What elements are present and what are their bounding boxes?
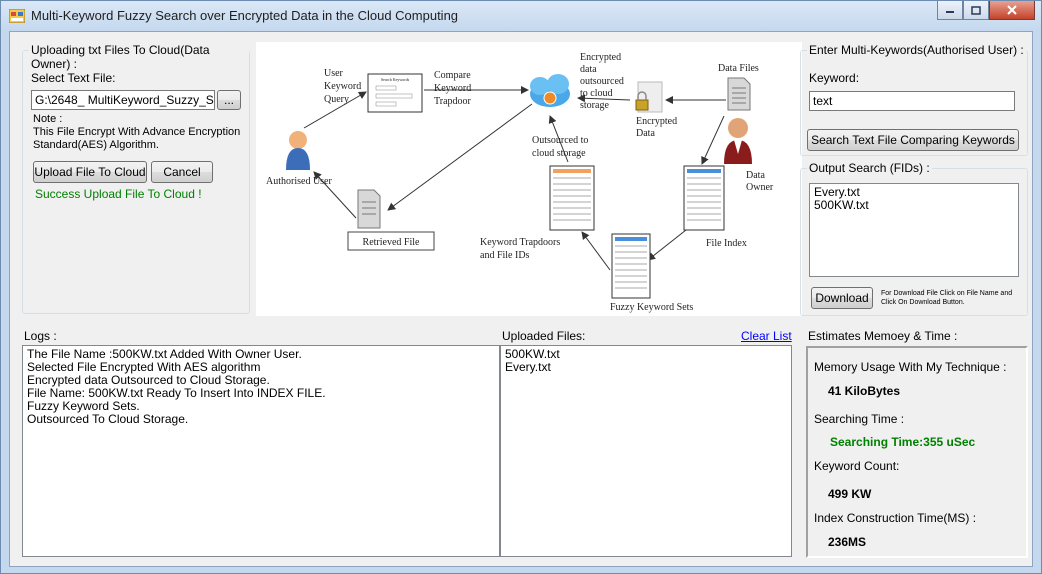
note-text: This File Encrypt With Advance Encryptio… (33, 126, 241, 151)
log-line: Encrypted data Outsourced to Cloud Stora… (27, 373, 270, 387)
download-hint: For Download File Click on File Name and… (881, 290, 1013, 306)
keyword-count-value: 499 KW (828, 487, 872, 501)
output-group: Output Search (FIDs) : Every.txt 500KW.t… (800, 161, 1028, 316)
arrow-trapdoors-to-cloud (548, 115, 569, 163)
cloud-storage-icon (530, 74, 570, 107)
keyword-label: Keyword: (809, 71, 860, 85)
minimize-button[interactable] (937, 1, 963, 20)
file-path-input[interactable]: G:\2648_ MultiKeyword_Suzzy_Searc (31, 90, 215, 110)
retrieved-file-label: Retrieved File (363, 237, 420, 248)
log-line: Fuzzy Keyword Sets. (27, 399, 140, 413)
uploaded-files-title: Uploaded Files: (502, 329, 586, 343)
select-file-label: Select Text File: (31, 71, 116, 85)
log-line: Outsourced To Cloud Storage. (27, 412, 189, 426)
maximize-button[interactable] (963, 1, 989, 20)
data-files-icon (727, 77, 751, 111)
search-time-value: Searching Time:355 uSec (830, 435, 976, 449)
estimates-title: Estimates Memoey & Time : (808, 329, 958, 343)
keyword-input[interactable]: text (809, 91, 1015, 111)
upload-file-button[interactable]: Upload File To Cloud (33, 161, 147, 183)
client-area: Uploading txt Files To Cloud(Data Owner)… (9, 31, 1033, 567)
file-index-table-icon (683, 165, 725, 231)
cancel-button[interactable]: Cancel (151, 161, 213, 183)
log-line: File Name: 500KW.txt Ready To Insert Int… (27, 386, 326, 400)
encrypted-data-label: Encrypted Data (636, 116, 680, 139)
output-group-title: Output Search (FIDs) : (807, 161, 932, 175)
arrow-index-to-fuzzy (647, 229, 687, 261)
arrow-encrypted-to-cloud (577, 94, 631, 103)
retrieved-file-icon (357, 189, 381, 229)
log-line: Selected File Encrypted With AES algorit… (27, 360, 261, 374)
window-title: Multi-Keyword Fuzzy Search over Encrypte… (31, 8, 459, 23)
index-time-label: Index Construction Time(MS) : (814, 511, 977, 525)
data-files-label: Data Files (718, 63, 759, 74)
upload-group: Uploading txt Files To Cloud(Data Owner)… (22, 43, 250, 314)
keyword-group: Enter Multi-Keywords(Authorised User) : … (800, 43, 1028, 156)
log-line: The File Name :500KW.txt Added With Owne… (27, 347, 302, 361)
output-results-list[interactable]: Every.txt 500KW.txt (809, 183, 1019, 277)
fuzzy-keyword-sets-label: Fuzzy Keyword Sets (610, 302, 693, 313)
keyword-trapdoors-table-icon (549, 165, 595, 231)
upload-group-title: Uploading txt Files To Cloud(Data Owner)… (29, 43, 249, 71)
fuzzy-keyword-sets-table-icon (611, 233, 651, 299)
file-index-label: File Index (706, 238, 747, 249)
architecture-diagram: Search Keywords User Keyword Query Compa… (256, 42, 802, 316)
compare-keyword-trapdoor-label: Compare Keyword Trapdoor (434, 70, 474, 107)
list-item[interactable]: Every.txt (505, 360, 551, 374)
user-keyword-query-label: User Keyword Query (324, 68, 364, 105)
encrypted-data-icon (635, 81, 663, 113)
app-icon (9, 9, 25, 23)
arrow-retrieved-to-user (313, 171, 357, 219)
encrypted-data-outsourced-label: Encrypted data outsourced to cloud stora… (580, 52, 626, 111)
close-icon (1007, 5, 1017, 15)
keyword-trapdoors-label: Keyword Trapdoors and File IDs (480, 237, 563, 261)
outsourced-cloud-label: Outsourced to cloud storage (532, 135, 591, 159)
arrow-cloud-to-retrieved (387, 103, 533, 211)
data-owner-label: Data Owner (746, 170, 774, 193)
index-time-value: 236MS (828, 535, 867, 549)
window-controls (937, 1, 1035, 21)
minimize-icon (946, 11, 954, 13)
maximize-icon (971, 5, 981, 15)
authorised-user-label: Authorised User (266, 176, 332, 187)
list-item[interactable]: 500KW.txt (505, 347, 560, 361)
memory-usage-label: Memory Usage With My Technique : (814, 360, 1007, 374)
list-item[interactable]: 500KW.txt (814, 198, 869, 212)
search-box-title: Search Keywords (381, 77, 410, 82)
browse-button[interactable]: ... (217, 90, 241, 110)
keyword-count-label: Keyword Count: (814, 459, 900, 473)
arrow-files-to-index (701, 115, 725, 165)
search-time-label: Searching Time : (814, 412, 905, 426)
arrow-user-to-query (303, 91, 367, 129)
close-button[interactable] (989, 1, 1035, 20)
note-title: Note : (33, 113, 63, 125)
retrieved-file-box (347, 231, 435, 251)
clear-list-link[interactable]: Clear List (741, 329, 792, 343)
list-item[interactable]: Every.txt (814, 185, 860, 199)
memory-usage-value: 41 KiloBytes (828, 384, 901, 398)
data-owner-icon (724, 118, 752, 164)
authorised-user-icon (286, 131, 310, 170)
upload-status: Success Upload File To Cloud ! (35, 187, 202, 201)
arrow-fuzzy-to-trapdoors (581, 231, 611, 271)
search-button[interactable]: Search Text File Comparing Keywords (807, 129, 1019, 151)
uploaded-files-list[interactable]: 500KW.txt Every.txt (500, 345, 792, 557)
keyword-group-title: Enter Multi-Keywords(Authorised User) : (807, 43, 1026, 57)
search-keywords-box: Search Keywords (367, 73, 423, 113)
download-button[interactable]: Download (811, 287, 873, 309)
logs-list[interactable]: The File Name :500KW.txt Added With Owne… (22, 345, 500, 557)
estimates-panel: Memory Usage With My Technique : 41 Kilo… (806, 346, 1028, 558)
title-bar[interactable]: Multi-Keyword Fuzzy Search over Encrypte… (1, 1, 1041, 31)
logs-title: Logs : (24, 329, 57, 343)
